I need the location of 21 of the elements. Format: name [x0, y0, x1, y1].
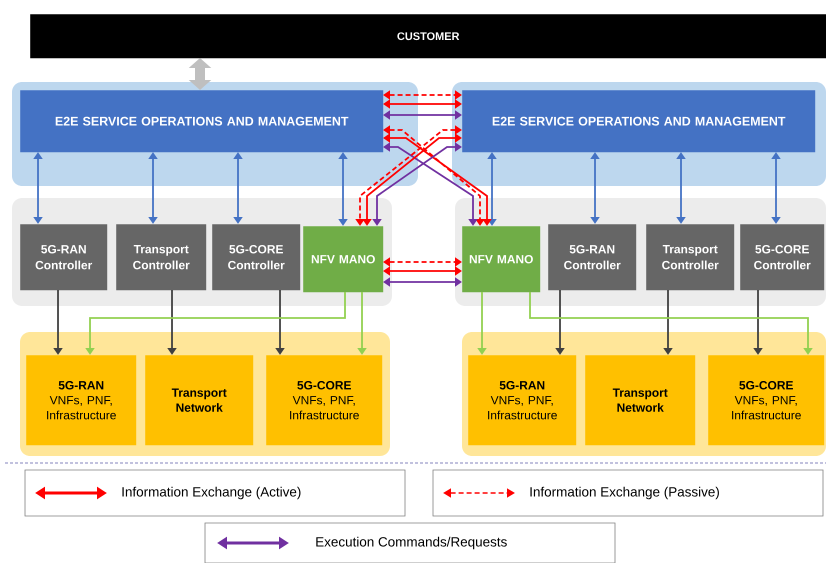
controller-box: 5G-CORE Controller	[740, 224, 824, 290]
service-management-box: E2E SERVICE OPERATIONS AND MANAGEMENT	[20, 90, 384, 152]
legend-text: Execution Commands/Requests	[316, 536, 507, 550]
legend-text: Information Exchange (Passive)	[530, 486, 719, 500]
service-management-box: E2E SERVICE OPERATIONS AND MANAGEMENT	[462, 90, 816, 152]
customer-bar: CUSTOMER	[30, 14, 826, 58]
mano-box: NFV MANO	[303, 226, 384, 292]
legend-text: Information Exchange (Active)	[122, 486, 300, 500]
controller-box: Transport Controller	[646, 224, 734, 290]
domain-box: Transport Network	[585, 355, 696, 446]
controller-box: 5G-RAN Controller	[20, 224, 108, 290]
mano-box: NFV MANO	[462, 226, 540, 292]
arrow	[188, 58, 212, 90]
controller-box: 5G-RAN Controller	[548, 224, 636, 290]
domain-box: Transport Network	[145, 355, 254, 446]
controller-box: 5G-CORE Controller	[212, 224, 300, 290]
controller-box: Transport Controller	[116, 224, 206, 290]
domain-box: 5G-CORE VNFs, PNF, Infrastructure	[708, 355, 824, 446]
domain-box: 5G-RAN VNFs, PNF, Infrastructure	[468, 355, 576, 446]
domain-box: 5G-RAN VNFs, PNF, Infrastructure	[26, 355, 136, 446]
domain-box: 5G-CORE VNFs, PNF, Infrastructure	[266, 355, 382, 446]
